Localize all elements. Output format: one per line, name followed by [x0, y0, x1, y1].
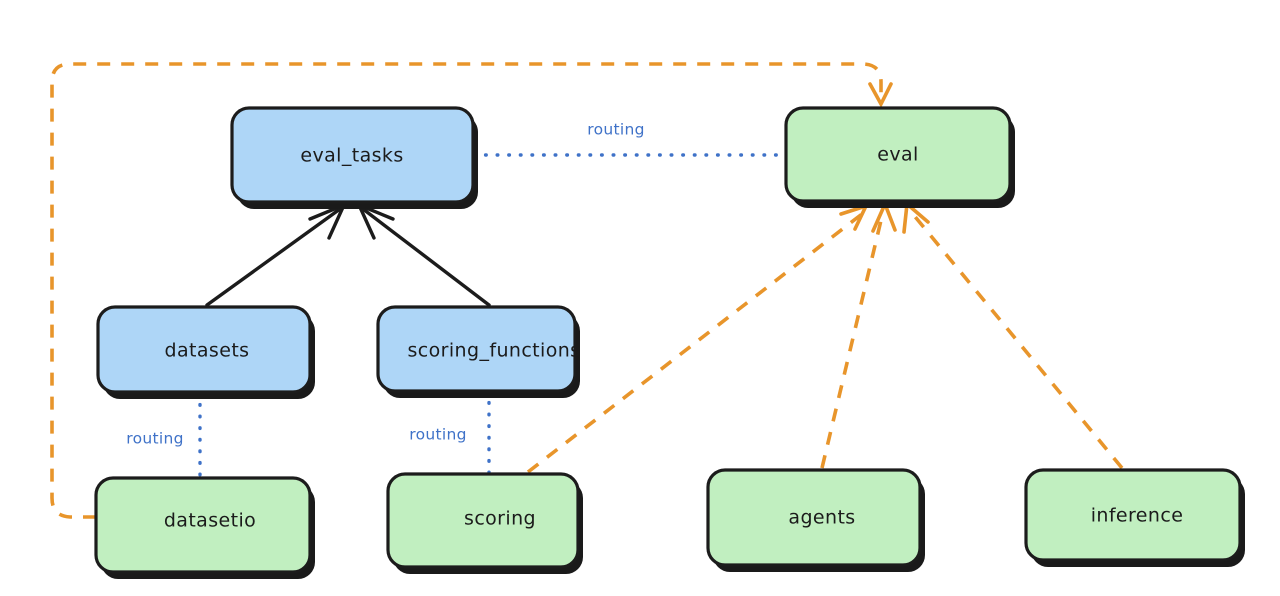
- node-datasetio[interactable]: datasetio: [94, 476, 315, 579]
- arrowhead-agents-to-eval: [871, 199, 897, 233]
- edge-label-routing-scoring: routing: [409, 426, 467, 444]
- node-scoring-functions[interactable]: scoring_functions: [376, 305, 581, 398]
- node-eval-box[interactable]: [784, 106, 1012, 203]
- node-agents-box[interactable]: [706, 468, 922, 567]
- node-datasetio-box[interactable]: [94, 476, 312, 574]
- node-agents-label: agents: [788, 507, 855, 529]
- node-datasets-box[interactable]: [96, 305, 312, 394]
- node-datasets[interactable]: datasets: [96, 305, 315, 399]
- node-scoring-functions-label: scoring_functions: [408, 340, 581, 362]
- edge-label-group: routing routing routing: [126, 121, 645, 448]
- node-inference[interactable]: inference: [1024, 468, 1245, 567]
- node-scoring-label: scoring: [464, 508, 536, 530]
- node-scoring-box[interactable]: [386, 472, 580, 569]
- node-scoring-functions-box[interactable]: [376, 305, 577, 393]
- edge-agents-to-eval: [820, 211, 885, 469]
- node-eval-tasks-box[interactable]: [230, 106, 475, 204]
- edge-label-routing-datasetio: routing: [126, 430, 184, 448]
- edge-group-routing: [198, 153, 787, 479]
- node-datasetio-label: datasetio: [164, 510, 256, 532]
- edge-datasets-to-eval-tasks: [205, 207, 342, 307]
- edge-group-hierarchy: [205, 201, 491, 307]
- edge-scoring-functions-to-eval-tasks: [361, 207, 491, 307]
- edge-datasetio-to-eval: [50, 62, 883, 519]
- node-agents[interactable]: agents: [706, 468, 925, 572]
- node-eval-tasks-label: eval_tasks: [300, 145, 403, 167]
- arrowhead-datasetio-to-eval: [868, 82, 893, 108]
- node-scoring[interactable]: scoring: [386, 472, 583, 574]
- node-datasets-label: datasets: [165, 340, 250, 362]
- edge-label-routing-eval: routing: [587, 121, 645, 139]
- arrowhead-scoring-to-eval: [839, 203, 870, 231]
- node-eval-label: eval: [877, 144, 918, 166]
- edge-inference-to-eval: [910, 211, 1124, 470]
- node-inference-box[interactable]: [1024, 468, 1242, 562]
- node-eval[interactable]: eval: [784, 106, 1015, 208]
- node-inference-label: inference: [1091, 505, 1184, 527]
- node-eval-tasks[interactable]: eval_tasks: [230, 106, 478, 209]
